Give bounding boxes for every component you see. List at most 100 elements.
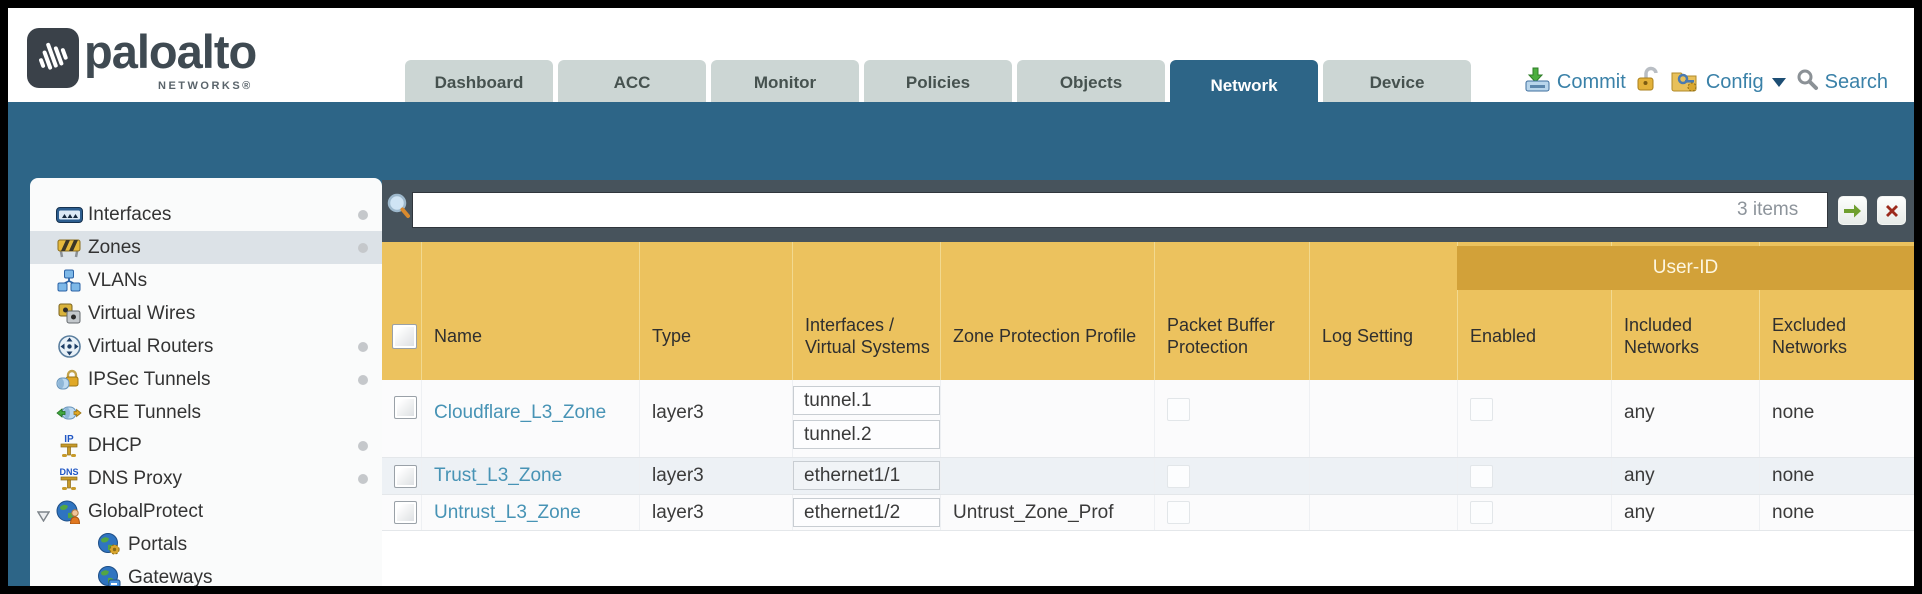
tab-dashboard[interactable]: Dashboard (405, 60, 553, 105)
interface-item: tunnel.1 (793, 386, 940, 415)
expand-triangle-icon[interactable] (36, 506, 51, 528)
sidebar-item-vlans[interactable]: VLANs (30, 264, 382, 297)
apply-filter-button[interactable] (1838, 196, 1867, 225)
svg-text:IP: IP (64, 434, 74, 445)
config-label: Config (1705, 71, 1764, 93)
col-header-name[interactable]: Name (421, 242, 639, 380)
included-networks-cell: any (1611, 495, 1759, 530)
app-header: paloalto NETWORKS® Dashboard ACC Monitor… (8, 8, 1914, 112)
table-row[interactable]: Trust_L3_Zone layer3 ethernet1/1 any non… (382, 458, 1914, 495)
teal-left-strip (8, 178, 30, 586)
tab-device[interactable]: Device (1323, 60, 1471, 105)
col-header-packet-buffer-protection[interactable]: Packet Buffer Protection (1154, 242, 1309, 380)
status-dot (358, 342, 368, 352)
clear-filter-button[interactable] (1877, 196, 1906, 225)
col-header-type[interactable]: Type (639, 242, 792, 380)
table-row[interactable]: Untrust_L3_Zone layer3 ethernet1/2 Untru… (382, 495, 1914, 531)
table-row[interactable]: Cloudflare_L3_Zone layer3 tunnel.1 tunne… (382, 380, 1914, 458)
zone-name-link[interactable]: Trust_L3_Zone (434, 465, 563, 486)
zone-type-cell: layer3 (639, 495, 792, 530)
sidebar-item-label: Virtual Wires (88, 302, 196, 324)
chevron-down-icon (1771, 78, 1786, 87)
lock-icon[interactable] (1636, 66, 1660, 99)
filter-search-icon (386, 192, 411, 225)
user-id-group-header: User-ID (1457, 246, 1914, 290)
packet-buffer-protection-checkbox[interactable] (1167, 464, 1190, 488)
zones-icon (55, 236, 83, 260)
teal-banner: ? Help (8, 102, 1914, 256)
zone-protection-profile-cell (940, 380, 1154, 457)
zones-table-header: Name Type Interfaces / Virtual Systems Z… (382, 242, 1914, 380)
col-header-included-networks[interactable]: Included Networks (1611, 242, 1759, 380)
user-id-enabled-checkbox[interactable] (1470, 398, 1493, 421)
log-setting-cell (1309, 495, 1457, 530)
header-actions: Commit Config (1524, 66, 1888, 99)
ipsec-tunnels-icon (55, 368, 83, 392)
row-checkbox[interactable] (394, 501, 417, 524)
interface-item: ethernet1/1 (793, 461, 940, 490)
sidebar-item-portals[interactable]: Portals (30, 528, 382, 561)
sidebar-item-label: GRE Tunnels (88, 401, 201, 423)
commit-icon (1524, 66, 1551, 99)
interfaces-icon (55, 203, 83, 227)
log-setting-cell (1309, 458, 1457, 494)
row-checkbox[interactable] (394, 396, 417, 419)
tab-objects[interactable]: Objects (1017, 60, 1165, 105)
sidebar-item-label: GlobalProtect (88, 500, 204, 522)
sidebar-item-label: IPSec Tunnels (88, 368, 211, 390)
sidebar-item-label: Virtual Routers (88, 335, 214, 357)
sidebar-item-interfaces[interactable]: Interfaces (30, 198, 382, 231)
firewall-web-ui: paloalto NETWORKS® Dashboard ACC Monitor… (8, 8, 1914, 586)
included-networks-cell: any (1611, 458, 1759, 494)
sidebar-item-globalprotect[interactable]: GlobalProtect (30, 495, 382, 528)
zone-name-link[interactable]: Untrust_L3_Zone (434, 501, 581, 523)
sidebar-item-virtual-wires[interactable]: Virtual Wires (30, 297, 382, 330)
sidebar-item-label: Gateways (128, 566, 213, 587)
sidebar-item-dns-proxy[interactable]: DNS DNS Proxy (30, 462, 382, 495)
table-filter-bar: 3 items (382, 180, 1914, 242)
sidebar-item-virtual-routers[interactable]: Virtual Routers (30, 330, 382, 363)
config-menu[interactable]: Config (1670, 67, 1786, 99)
sidebar-item-ipsec-tunnels[interactable]: IPSec Tunnels (30, 363, 382, 396)
col-header-interfaces[interactable]: Interfaces / Virtual Systems (792, 242, 940, 380)
status-dot (358, 375, 368, 385)
col-header-excluded-networks[interactable]: Excluded Networks (1759, 242, 1914, 380)
sidebar-item-label: VLANs (88, 269, 148, 291)
included-networks-cell: any (1611, 380, 1759, 457)
tab-policies[interactable]: Policies (864, 60, 1012, 105)
user-id-enabled-checkbox[interactable] (1470, 501, 1493, 524)
user-id-enabled-checkbox[interactable] (1470, 464, 1493, 488)
tab-monitor[interactable]: Monitor (711, 60, 859, 105)
zones-table: Name Type Interfaces / Virtual Systems Z… (382, 242, 1914, 531)
virtual-wires-icon (55, 302, 83, 326)
excluded-networks-cell: none (1759, 458, 1914, 494)
row-checkbox[interactable] (394, 464, 417, 488)
packet-buffer-protection-checkbox[interactable] (1167, 501, 1190, 524)
packet-buffer-protection-checkbox[interactable] (1167, 398, 1190, 421)
col-header-log-setting[interactable]: Log Setting (1309, 242, 1457, 380)
select-all-checkbox[interactable] (392, 323, 417, 349)
col-header-enabled[interactable]: Enabled (1457, 242, 1611, 380)
zone-interfaces-cell: ethernet1/1 (792, 458, 940, 494)
search-button[interactable]: Search (1796, 68, 1888, 97)
zone-interfaces-cell: ethernet1/2 (792, 495, 940, 530)
commit-label: Commit (1556, 71, 1626, 93)
zone-name-link[interactable]: Cloudflare_L3_Zone (434, 402, 607, 423)
sidebar-item-gateways[interactable]: Gateways (30, 561, 382, 586)
log-setting-cell (1309, 380, 1457, 457)
col-header-zone-protection-profile[interactable]: Zone Protection Profile (940, 242, 1154, 380)
sidebar-item-gre-tunnels[interactable]: GRE Tunnels (30, 396, 382, 429)
status-dot (358, 210, 368, 220)
main-nav-tabs: Dashboard ACC Monitor Policies Objects N… (405, 60, 1471, 112)
excluded-networks-cell: none (1759, 495, 1914, 530)
globalprotect-icon (55, 500, 83, 524)
commit-button[interactable]: Commit (1524, 66, 1626, 99)
filter-input[interactable] (412, 192, 1828, 228)
dhcp-icon: IP (55, 434, 83, 458)
brand-name: paloalto (84, 25, 257, 78)
dns-proxy-icon: DNS (55, 467, 83, 491)
tab-acc[interactable]: ACC (558, 60, 706, 105)
sidebar-item-dhcp[interactable]: IP DHCP (30, 429, 382, 462)
status-dot (358, 441, 368, 451)
sidebar-item-zones[interactable]: Zones (30, 231, 382, 264)
